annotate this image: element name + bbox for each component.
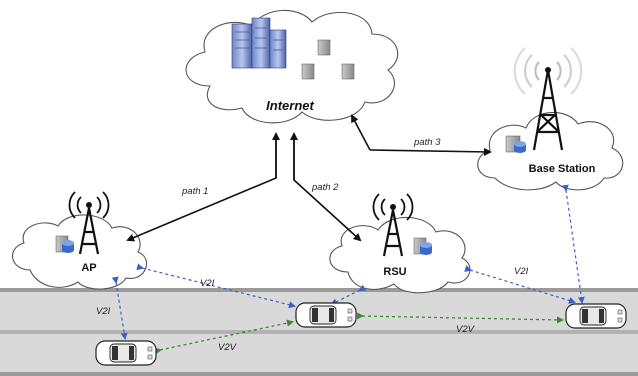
base-station-server-icon	[505, 135, 526, 153]
car-2-icon	[295, 302, 357, 328]
server-icons	[301, 39, 355, 80]
v2v-label-car1-car2: V2V	[218, 342, 238, 353]
base-station-label: Base Station	[529, 163, 596, 175]
rsu-cloud	[329, 216, 471, 294]
v2v-label-car2-car3: V2V	[456, 324, 476, 335]
path-1-arrow	[126, 132, 280, 242]
ap-label: AP	[81, 262, 96, 274]
path-2-arrow	[290, 132, 362, 242]
rsu-server-icon	[413, 237, 432, 255]
path-3-arrow	[351, 114, 492, 156]
car-3-icon	[565, 303, 627, 329]
base-station-cloud	[477, 111, 624, 191]
base-station-tower-icon	[513, 47, 583, 151]
road	[0, 288, 638, 376]
v2v-link-car1-car2	[154, 319, 294, 355]
v2i-label-ap-car2: V2I	[200, 278, 215, 289]
internet-label: Internet	[266, 98, 314, 113]
car-1-icon	[95, 340, 157, 366]
v2i-link-bs-car3	[561, 184, 585, 304]
rsu-antenna-icon	[372, 193, 414, 257]
path-3-label: path 3	[413, 137, 441, 148]
rsu-label: RSU	[383, 266, 406, 278]
v2i-label-rsu-car3: V2I	[514, 266, 529, 277]
v2i-link-ap-car2	[136, 263, 296, 309]
server-rack-icon	[231, 17, 287, 69]
v2i-link-rsu-car2	[330, 284, 367, 305]
ap-antenna-icon	[68, 191, 110, 255]
ap-server-icon	[55, 235, 74, 253]
path-1-label: path 1	[181, 186, 208, 197]
v2i-label-ap-car1: V2I	[96, 306, 111, 317]
v2i-link-rsu-car3	[464, 265, 576, 304]
path-2-label: path 2	[311, 182, 339, 193]
